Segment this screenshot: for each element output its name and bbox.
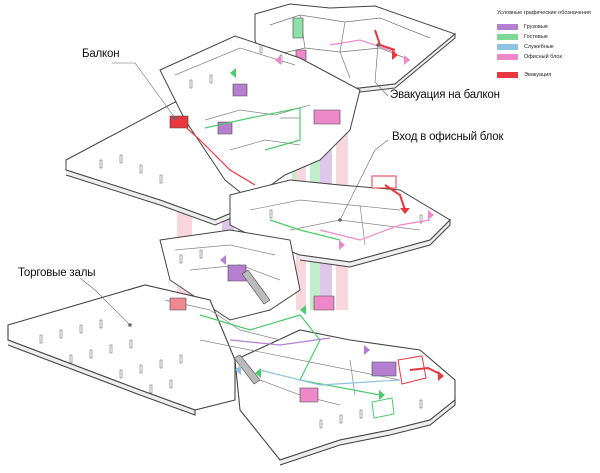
arrow-guest-4 <box>379 390 385 400</box>
evacuation-route-second <box>177 119 256 186</box>
legend-label-service: Служебные <box>524 44 554 50</box>
legend: Условные графические обозначения Грузовы… <box>497 10 597 80</box>
arrow-evac-2 <box>438 371 444 381</box>
legend-row-freight: Грузовые <box>497 22 597 32</box>
leader-evac-balcony <box>374 44 389 97</box>
guest-route-bottom <box>199 314 381 396</box>
legend-row-evacuation: Эвакуация <box>497 70 597 80</box>
arrow-freight-1 <box>220 255 226 265</box>
floor-bottom-edge-left <box>7 339 196 416</box>
arrow-service-1 <box>235 365 241 375</box>
arrow-guest-3 <box>300 305 306 315</box>
legend-swatch-service <box>497 44 518 50</box>
guest-route-second <box>204 107 301 151</box>
arrow-office-1 <box>428 210 434 220</box>
floor-bottom <box>7 284 456 466</box>
legend-label-freight: Грузовые <box>524 24 548 30</box>
elevator-second-violet <box>217 121 233 135</box>
legend-label-guest: Гостевые <box>524 34 548 40</box>
freight-route-bottom <box>229 337 331 346</box>
callout-evac-balcony: Эвакуация на балкон <box>390 89 500 101</box>
evacuation-route-office <box>384 184 406 211</box>
elevator-bottom-office <box>371 361 397 377</box>
routes <box>177 29 441 396</box>
legend-label-evacuation: Эвакуация <box>524 72 552 78</box>
route-arrows <box>220 50 444 400</box>
elevator-second-office <box>313 109 341 125</box>
leader-trade-halls <box>79 277 131 326</box>
arrow-evac-3 <box>400 208 410 214</box>
callout-office-entry: Вход в офисный блок <box>392 131 504 143</box>
evacuation-route-bottom <box>409 366 441 375</box>
floor-top-walls <box>269 14 431 79</box>
floor-third <box>159 229 301 321</box>
leader-lines <box>79 43 389 327</box>
office-route <box>319 219 431 241</box>
evacuation-route-top <box>374 29 396 51</box>
floor-bottom-edge-right <box>279 398 456 466</box>
leader-balcony <box>112 62 176 119</box>
arrow-guest-2 <box>255 368 261 378</box>
legend-row-guest: Гостевые <box>497 32 597 42</box>
elevator-bottom-purple <box>299 387 319 403</box>
arrow-office-2 <box>404 55 410 65</box>
guest-route-office <box>269 219 341 241</box>
office-entry-stair <box>371 175 397 189</box>
callout-balcony: Балкон <box>82 48 120 60</box>
arrow-freight-2 <box>364 345 370 355</box>
legend-swatch-office <box>497 54 518 60</box>
stair-bottom-green <box>371 397 395 419</box>
legend-swatch-freight <box>497 24 518 30</box>
legend-swatch-evacuation <box>497 72 518 78</box>
callout-trade-halls: Торговые залы <box>18 267 96 279</box>
arrow-office-3 <box>275 55 281 65</box>
elevator-top-green <box>292 17 304 39</box>
leader-office-entry <box>339 139 389 221</box>
service-route-bottom <box>259 369 401 386</box>
legend-title: Условные графические обозначения <box>497 10 591 16</box>
floor-office-edge <box>299 218 451 268</box>
floor-bottom-slab-left <box>7 284 236 411</box>
escalator-third <box>241 269 271 305</box>
office-route-top <box>329 39 396 53</box>
elevator-bottom-pink <box>313 295 335 311</box>
arrow-office-4 <box>339 240 345 250</box>
legend-swatch-guest <box>497 34 518 40</box>
arrow-guest-1 <box>230 68 236 78</box>
escalator-bottom <box>233 354 261 385</box>
arrow-evac-1 <box>392 50 398 60</box>
legend-row-office: Офисный блок <box>497 52 597 62</box>
elevator-bottom-red <box>169 297 187 311</box>
legend-row-service: Служебные <box>497 42 597 52</box>
elevator-third-purple <box>227 264 247 282</box>
elevator-second-purple <box>232 83 248 97</box>
legend-label-office: Офисный блок <box>524 54 562 60</box>
